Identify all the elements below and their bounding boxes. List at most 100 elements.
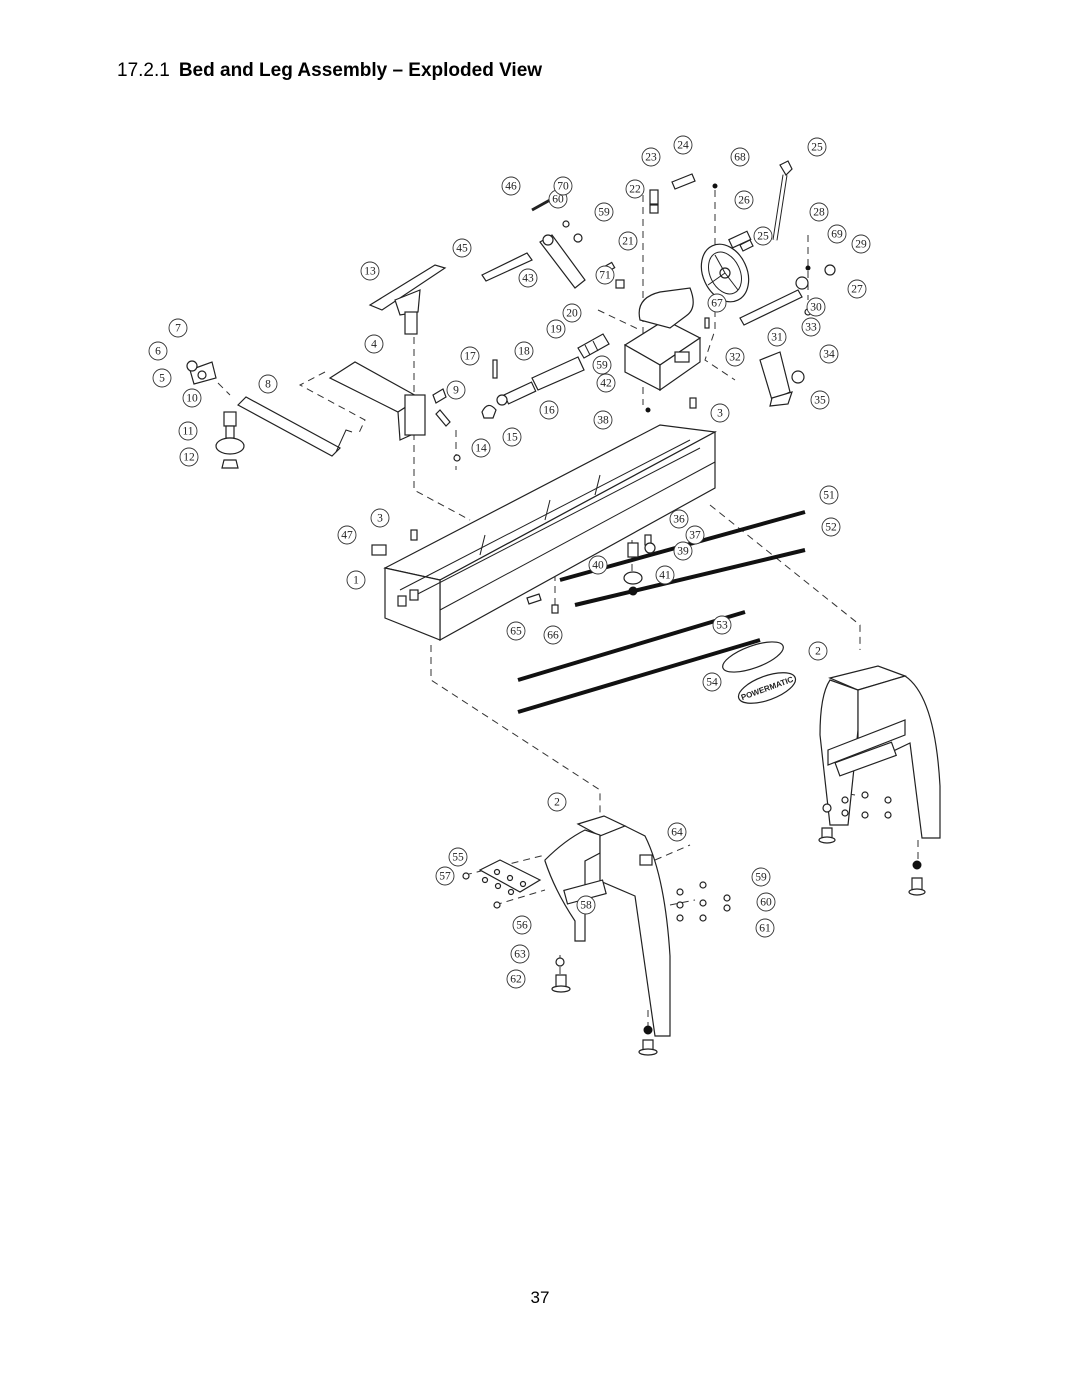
callout-number: 29 — [855, 239, 867, 251]
lock-parts — [186, 360, 461, 469]
callout-number: 58 — [580, 900, 592, 912]
callout-number: 46 — [505, 181, 517, 193]
callout-70: 70 — [553, 176, 573, 196]
callout-number: 39 — [677, 546, 689, 558]
callout-4: 4 — [364, 334, 384, 354]
callout-number: 21 — [622, 236, 634, 248]
callout-number: 31 — [771, 332, 783, 344]
callout-number: 4 — [371, 339, 377, 351]
callout-28: 28 — [809, 202, 829, 222]
callout-number: 2 — [815, 646, 821, 658]
callout-number: 67 — [711, 298, 723, 310]
callout-38: 38 — [593, 410, 613, 430]
callout-42: 42 — [596, 373, 616, 393]
callout-71: 71 — [595, 265, 615, 285]
callout-10: 10 — [182, 388, 202, 408]
callout-number: 59 — [596, 360, 608, 372]
callout-5: 5 — [152, 368, 172, 388]
callout-number: 52 — [825, 522, 837, 534]
callout-18: 18 — [514, 341, 534, 361]
callout-53: 53 — [712, 615, 732, 635]
callout-number: 69 — [831, 229, 843, 241]
callout-number: 59 — [755, 872, 767, 884]
callout-2: 2 — [547, 792, 567, 812]
callout-number: 42 — [600, 378, 612, 390]
callout-59: 59 — [592, 355, 612, 375]
callout-29: 29 — [851, 234, 871, 254]
section-number: 17.2.1 — [117, 60, 170, 81]
callout-number: 37 — [689, 530, 701, 542]
callout-33: 33 — [801, 317, 821, 337]
callout-number: 66 — [547, 630, 559, 642]
right-leg — [818, 665, 941, 896]
callout-19: 19 — [546, 319, 566, 339]
callout-8: 8 — [258, 374, 278, 394]
callout-31: 31 — [767, 327, 787, 347]
callout-43: 43 — [518, 268, 538, 288]
callout-47: 47 — [337, 525, 357, 545]
callout-39: 39 — [673, 541, 693, 561]
callout-number: 64 — [671, 827, 683, 839]
callout-number: 40 — [592, 560, 604, 572]
callout-number: 54 — [706, 677, 718, 689]
callout-37: 37 — [685, 525, 705, 545]
callout-55: 55 — [448, 847, 468, 867]
callout-3: 3 — [370, 508, 390, 528]
callout-59: 59 — [751, 867, 771, 887]
callout-64: 64 — [667, 822, 687, 842]
callout-3: 3 — [710, 403, 730, 423]
shaft — [237, 396, 353, 457]
callout-51: 51 — [819, 485, 839, 505]
callout-number: 51 — [823, 490, 835, 502]
bracket-plate — [759, 351, 805, 407]
callout-35: 35 — [810, 390, 830, 410]
callout-number: 1 — [353, 575, 359, 587]
callout-2: 2 — [808, 641, 828, 661]
callout-number: 12 — [183, 452, 195, 464]
callout-number: 33 — [805, 322, 817, 334]
callout-41: 41 — [655, 565, 675, 585]
spindle-parts — [739, 160, 836, 326]
callout-20: 20 — [562, 303, 582, 323]
callout-12: 12 — [179, 447, 199, 467]
callout-number: 23 — [645, 152, 657, 164]
callout-9: 9 — [446, 380, 466, 400]
callout-number: 38 — [597, 415, 609, 427]
callout-16: 16 — [539, 400, 559, 420]
callout-number: 17 — [464, 351, 476, 363]
callout-52: 52 — [821, 517, 841, 537]
callout-number: 59 — [598, 207, 610, 219]
callout-number: 68 — [734, 152, 746, 164]
callout-68: 68 — [730, 147, 750, 167]
callout-46: 46 — [501, 176, 521, 196]
callout-13: 13 — [360, 261, 380, 281]
quill-assembly — [481, 261, 625, 419]
callout-number: 19 — [550, 324, 562, 336]
callout-number: 25 — [757, 231, 769, 243]
callout-17: 17 — [460, 346, 480, 366]
callout-69: 69 — [827, 224, 847, 244]
bed-hardware — [371, 529, 656, 614]
callout-61: 61 — [755, 918, 775, 938]
callout-number: 6 — [155, 346, 161, 358]
callout-22: 22 — [625, 179, 645, 199]
callout-11: 11 — [178, 421, 198, 441]
callout-60: 60 — [756, 892, 776, 912]
callout-number: 70 — [557, 181, 569, 193]
handwheel — [700, 230, 752, 303]
callout-number: 53 — [716, 620, 728, 632]
callout-25: 25 — [807, 137, 827, 157]
headstock — [623, 287, 702, 392]
callout-number: 26 — [738, 195, 750, 207]
callout-number: 61 — [759, 923, 771, 935]
callout-number: 11 — [182, 426, 193, 438]
lever-parts — [481, 198, 586, 289]
tool-rest — [368, 264, 447, 335]
callout-number: 20 — [566, 308, 578, 320]
callout-number: 3 — [377, 513, 383, 525]
left-leg — [462, 815, 731, 1056]
callout-number: 30 — [810, 302, 822, 314]
lathe-bed — [383, 424, 717, 642]
